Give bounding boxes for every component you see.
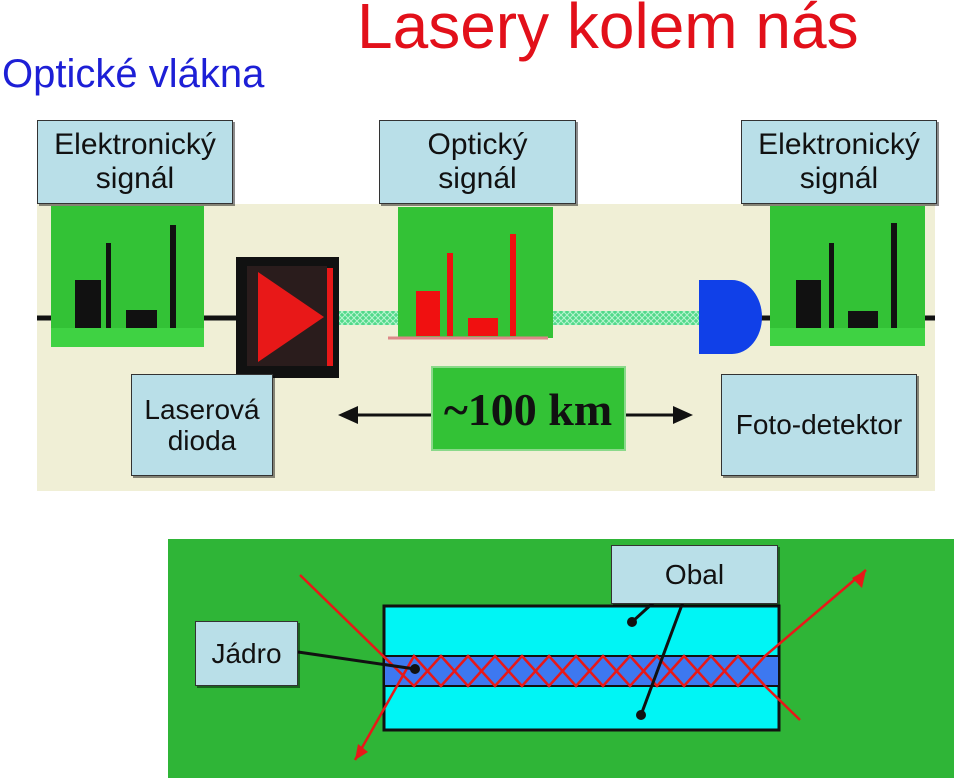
distance-label: ~100 km [444, 384, 612, 435]
label-core: Jádro [195, 621, 298, 686]
section-title: Optické vlákna [2, 52, 265, 96]
optical-signal [388, 207, 553, 340]
fiber-segment-right [553, 311, 701, 325]
electronic-signal-right [770, 206, 925, 346]
distance-box [431, 366, 626, 451]
label-laser-diode: Laserová dioda [131, 374, 273, 476]
main-title: Lasery kolem nás [357, 0, 859, 62]
label-photodetector: Foto-detektor [721, 374, 917, 476]
core-pointer [297, 650, 416, 671]
label-optical-signal: Optický signál [379, 120, 576, 204]
laser-diode-icon [236, 257, 339, 378]
fiber-cross-section [168, 539, 954, 778]
light-ray-2 [353, 653, 801, 761]
photodetector-icon [699, 280, 762, 354]
label-electronic-signal-left: Elektronický signál [37, 120, 233, 204]
label-cladding: Obal [611, 545, 778, 604]
cladding-pointer [639, 601, 685, 716]
electronic-signal-left [51, 206, 204, 347]
fiber-segment-left [337, 311, 399, 325]
label-electronic-signal-right: Elektronický signál [741, 120, 937, 204]
